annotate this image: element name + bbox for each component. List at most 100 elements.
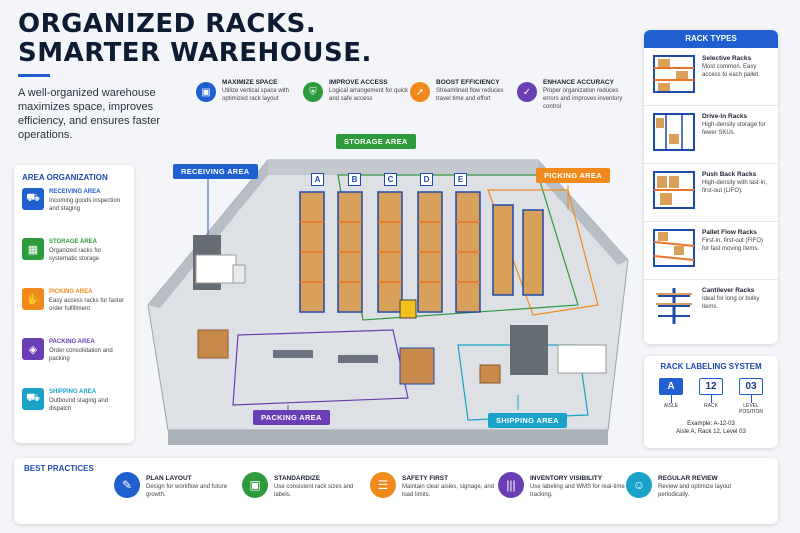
benefit-desc: Streamlined flow reduces travel time and… <box>436 88 504 102</box>
warehouse-illustration: STORAGE AREA RECEIVING AREA PICKING AREA… <box>138 130 638 460</box>
cube-icon: ▣ <box>242 472 268 498</box>
benefit-desc: Utilize vertical space with optimized ra… <box>222 88 290 102</box>
team-icon: ☺ <box>626 472 652 498</box>
practice-title: STANDARDIZE <box>274 475 321 482</box>
title-line-2: SMARTER WAREHOUSE. <box>18 38 372 68</box>
practice-desc: Maintain clear aisles, signage, and load… <box>402 484 495 498</box>
area-desc: Order consolidation and packing <box>49 348 113 362</box>
truck-icon: ⛟ <box>22 188 44 210</box>
boxes-stack <box>197 329 229 359</box>
area-item-packing: ◈ PACKING AREA Order consolidation and pa… <box>22 338 126 386</box>
benefit-boost-efficiency: ➚ BOOST EFFICIENCY Streamlined flow reduc… <box>410 78 517 130</box>
shipping-truck-icon: ⛟ <box>22 388 44 410</box>
practice-desc: Design for workflow and future growth. <box>146 484 228 498</box>
shelves-icon: ▦ <box>22 238 44 260</box>
packing-area-tag: PACKING AREA <box>253 410 330 425</box>
rack-row-e <box>455 191 481 313</box>
title-line-1: ORGANIZED RACKS. <box>18 9 317 39</box>
rack-title: Drive-In Racks <box>702 113 748 120</box>
practice-title: REGULAR REVIEW <box>658 475 718 482</box>
practice-plan-layout: ✎ PLAN LAYOUT Design for workflow and fut… <box>114 472 242 499</box>
area-desc: Easy access racks for faster order fulfi… <box>49 298 125 312</box>
cube-icon: ▣ <box>196 82 216 102</box>
receiving-area-tag: RECEIVING AREA <box>173 164 258 179</box>
area-title: PACKING AREA <box>49 339 95 345</box>
barcode-icon: ||| <box>498 472 524 498</box>
benefit-title: BOOST EFFICIENCY <box>436 79 500 86</box>
label-example-desc: Aisle A, Rack 12, Level 03 <box>676 429 746 435</box>
area-organization-heading: AREA ORGANIZATION <box>22 173 108 182</box>
label-aisle: A AISLE <box>656 378 686 415</box>
practice-standardize: ▣ STANDARDIZE Use consistent rack sizes a… <box>242 472 370 499</box>
picking-zone-outline <box>487 189 599 316</box>
rack-labeling-heading: RACK LABELING SYSTEM <box>660 362 762 371</box>
right-wall <box>538 160 628 265</box>
label-caption: RACK <box>704 403 718 409</box>
best-practices-card: BEST PRACTICES ✎ PLAN LAYOUT Design for w… <box>14 458 778 524</box>
intro-text: A well-organized warehouse maximizes spa… <box>18 87 161 141</box>
label-stem <box>670 395 672 403</box>
area-desc: Incoming goods inspection and staging <box>49 198 121 212</box>
title-underline <box>18 74 50 77</box>
drive-in-rack-icon <box>653 113 695 151</box>
practice-desc: Use consistent rack sizes and labels. <box>274 484 354 498</box>
storage-area-tag: STORAGE AREA <box>336 134 416 149</box>
shield-icon: ⛨ <box>303 82 323 102</box>
best-practices-heading: BEST PRACTICES <box>24 464 94 473</box>
area-organization-card: AREA ORGANIZATION ⛟ RECEIVING AREA Incomi… <box>14 165 134 443</box>
aisle-tag-e: E <box>454 173 467 186</box>
box-icon: ◈ <box>22 338 44 360</box>
rack-row-c <box>377 191 403 313</box>
warehouse-svg <box>147 159 629 445</box>
picking-area-tag: PICKING AREA <box>536 168 610 183</box>
picking-racks <box>492 204 544 296</box>
push-back-rack-icon <box>653 171 695 209</box>
practice-title: PLAN LAYOUT <box>146 475 192 482</box>
rack-title: Pallet Flow Racks <box>702 229 757 236</box>
rack-row-a <box>299 191 325 313</box>
front-wall <box>168 430 608 445</box>
area-desc: Outbound staging and dispatch <box>49 398 109 412</box>
label-box: 12 <box>699 378 723 395</box>
shipping-dock-door <box>510 325 548 375</box>
back-wall <box>268 160 538 175</box>
label-box: A <box>659 378 683 395</box>
pen-icon: ✎ <box>114 472 140 498</box>
shipping-area-tag: SHIPPING AREA <box>488 413 567 428</box>
packing-table <box>338 355 378 363</box>
aisle-tag-c: C <box>384 173 397 186</box>
packing-zone-outline <box>232 329 409 406</box>
label-example: Example: A-12-03 Aisle A, Rack 12, Level… <box>650 420 772 436</box>
benefit-improve-access: ⛨ IMPROVE ACCESS Logical arrangement for … <box>303 78 410 130</box>
benefit-title: IMPROVE ACCESS <box>329 79 388 86</box>
best-practices-row: ✎ PLAN LAYOUT Design for workflow and fut… <box>114 472 754 499</box>
label-rack: 12 RACK <box>696 378 726 415</box>
rack-desc: Most common. Easy access to each pallet. <box>702 64 760 78</box>
page-title: ORGANIZED RACKS. SMARTER WAREHOUSE. <box>18 10 372 68</box>
area-title: RECEIVING AREA <box>49 189 101 195</box>
area-desc: Organized racks for systematic storage <box>49 248 102 262</box>
rack-types-heading: RACK TYPES <box>644 30 778 48</box>
benefit-desc: Logical arrangement for quick and safe a… <box>329 88 409 102</box>
rocket-icon: ➚ <box>410 82 430 102</box>
label-level: 03 LEVEL POSITION <box>736 378 766 415</box>
area-item-receiving: ⛟ RECEIVING AREA Incoming goods inspectio… <box>22 188 126 236</box>
check-circle-icon: ✓ <box>517 82 537 102</box>
rack-desc: High-density storage for fewer SKUs. <box>702 122 766 136</box>
rack-row-b <box>337 191 363 313</box>
label-box: 03 <box>739 378 763 395</box>
area-title: PICKING AREA <box>49 289 93 295</box>
